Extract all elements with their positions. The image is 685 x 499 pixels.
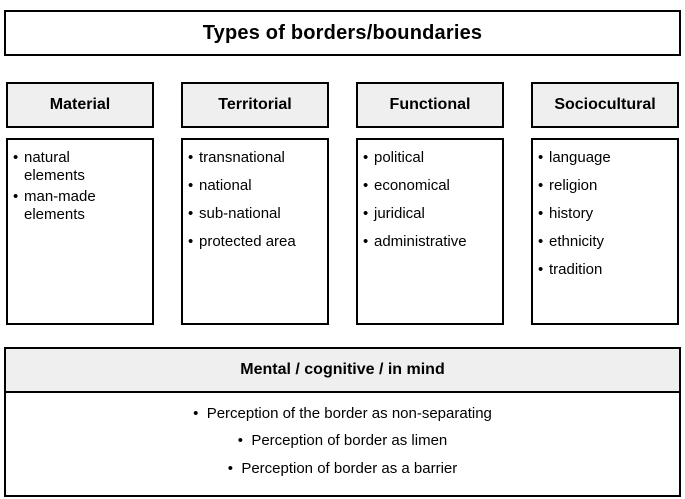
list-item: national: [188, 177, 325, 195]
column-header-label: Functional: [389, 96, 471, 113]
column-sociocultural-header: Sociocultural: [531, 82, 679, 128]
column-territorial: Territorial transnational national sub-n…: [181, 82, 329, 325]
list-item: Perception of the border as non-separati…: [6, 405, 679, 422]
list-item: man-made elements: [13, 188, 101, 224]
list-item: religion: [538, 177, 675, 195]
column-header-label: Territorial: [218, 96, 292, 113]
mental-section-list: Perception of the border as non-separati…: [6, 405, 679, 477]
column-territorial-list: transnational national sub-national prot…: [181, 138, 329, 325]
list-item: Perception of border as limen: [6, 432, 679, 449]
column-header-label: Material: [49, 96, 111, 113]
diagram-title: Types of borders/boundaries: [202, 21, 483, 44]
list-item: history: [538, 205, 675, 223]
column-functional: Functional political economical juridica…: [356, 82, 504, 325]
list-item: protected area: [188, 233, 325, 251]
mental-section-body: Perception of the border as non-separati…: [4, 393, 681, 497]
list-item: Perception of border as a barrier: [6, 460, 679, 477]
column-functional-header: Functional: [356, 82, 504, 128]
column-material-list: natural elements man-made elements: [6, 138, 154, 325]
mental-section-header: Mental / cognitive / in mind: [4, 347, 681, 393]
list-item: ethnicity: [538, 233, 675, 251]
category-columns-row: Material natural elements man-made eleme…: [4, 82, 681, 325]
column-material: Material natural elements man-made eleme…: [6, 82, 154, 325]
column-material-header: Material: [6, 82, 154, 128]
mental-section-title: Mental / cognitive / in mind: [240, 361, 445, 378]
list-item: economical: [363, 177, 500, 195]
list-item: tradition: [538, 261, 675, 279]
column-header-label: Sociocultural: [554, 96, 656, 113]
list-item: political: [363, 149, 500, 167]
diagram-title-box: Types of borders/boundaries: [4, 10, 681, 56]
column-sociocultural-list: language religion history ethnicity trad…: [531, 138, 679, 325]
list-item: administrative: [363, 233, 500, 251]
column-functional-list: political economical juridical administr…: [356, 138, 504, 325]
list-item: transnational: [188, 149, 325, 167]
list-item: sub-national: [188, 205, 325, 223]
list-item: juridical: [363, 205, 500, 223]
list-item: language: [538, 149, 675, 167]
column-sociocultural: Sociocultural language religion history …: [531, 82, 679, 325]
list-item: natural elements: [13, 149, 101, 185]
column-territorial-header: Territorial: [181, 82, 329, 128]
